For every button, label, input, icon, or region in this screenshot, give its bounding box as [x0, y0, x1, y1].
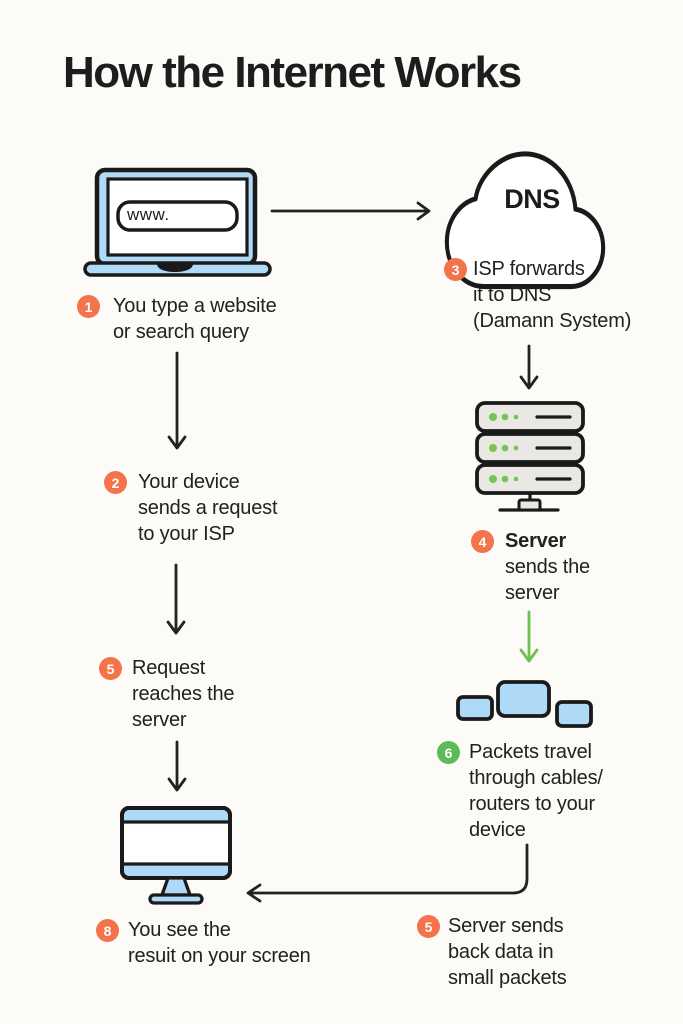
- step-label-2: Your device sends a request to your ISP: [138, 471, 278, 545]
- arrow-server-to-packets: [519, 610, 539, 663]
- step-number: 5: [106, 660, 115, 677]
- dns-label: DNS: [504, 184, 560, 214]
- arrow-step2-to-step5: [166, 563, 186, 635]
- step-badge-3: 3: [444, 258, 467, 281]
- step-number: 3: [451, 261, 460, 278]
- step-label-4-bold: Server: [505, 530, 567, 552]
- step-badge-2: 2: [104, 471, 127, 494]
- page-title: How the Internet Works: [63, 48, 522, 97]
- arrow-laptop-to-dns: [270, 201, 431, 221]
- step-badge-1: 1: [77, 295, 100, 318]
- step-label-6: Packets travel through cables/ routers t…: [469, 741, 603, 841]
- step-label-5-right: Server sends back data in small packets: [448, 915, 567, 989]
- step-label-4-rest: sends the server: [505, 556, 590, 604]
- browser-url-text: www.: [127, 205, 170, 224]
- laptop-icon: [83, 167, 272, 277]
- step-number: 6: [444, 744, 453, 761]
- server-icon: [475, 401, 585, 512]
- step-badge-4: 4: [471, 530, 494, 553]
- dns-cloud-icon: [444, 151, 606, 290]
- step-number: 8: [103, 922, 112, 939]
- step-label-4: Server sends the server: [505, 528, 590, 606]
- arrow-step5-to-monitor: [167, 740, 187, 792]
- step-badge-6: 6: [437, 741, 460, 764]
- arrow-packets-to-monitor: [246, 843, 529, 903]
- step-badge-5-left: 5: [99, 657, 122, 680]
- step-label-8: You see the resuit on your screen: [128, 919, 311, 967]
- arrow-dns-to-server: [519, 344, 539, 390]
- step-label-5-left: Request reaches the server: [132, 657, 235, 731]
- step-number: 2: [111, 474, 120, 491]
- step-number: 4: [478, 533, 487, 550]
- step-label-1: You type a website or search query: [113, 295, 277, 343]
- step-badge-5-right: 5: [417, 915, 440, 938]
- step-badge-8: 8: [96, 919, 119, 942]
- step-number: 5: [424, 918, 433, 935]
- packets-icon: [456, 680, 593, 728]
- step-number: 1: [84, 298, 93, 315]
- monitor-icon: [120, 806, 232, 905]
- arrow-step1-to-step2: [167, 351, 187, 450]
- step-label-3: ISP forwards it to DNS (Damann System): [473, 258, 632, 332]
